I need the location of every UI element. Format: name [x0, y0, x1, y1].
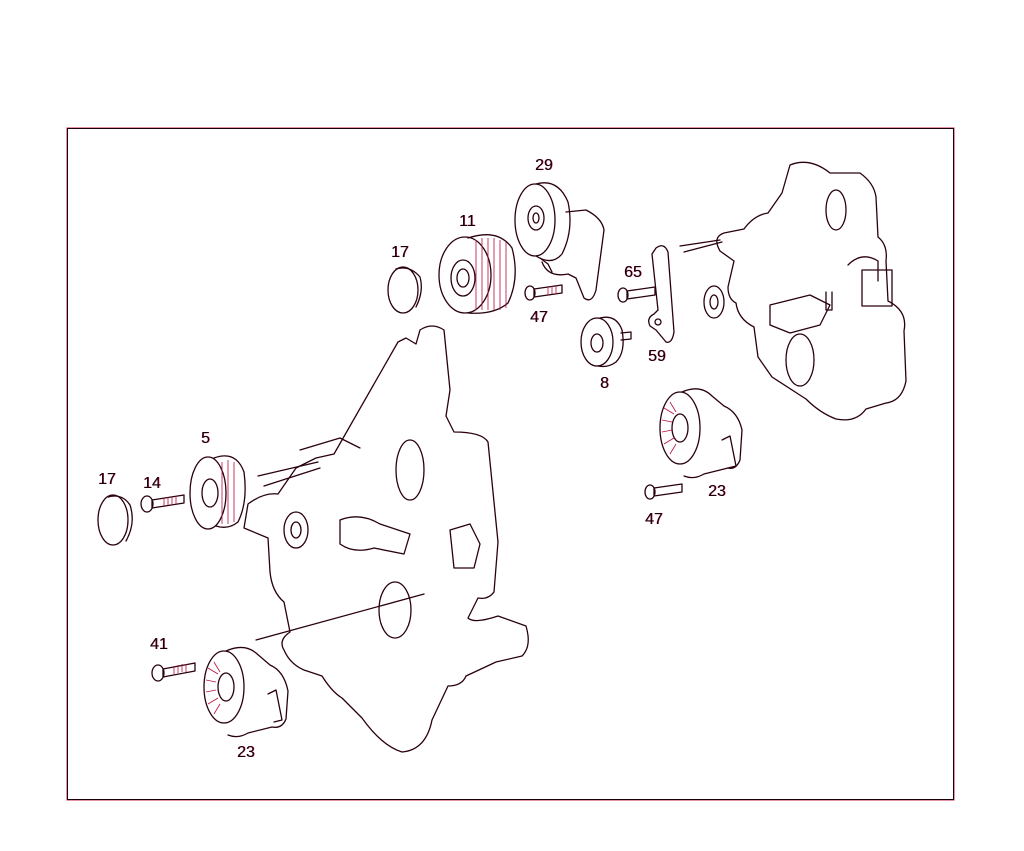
tensioner-23-lower	[203, 646, 289, 738]
callout-41: 41	[150, 636, 168, 653]
cap-17-upper	[387, 266, 422, 314]
engine-block-right	[679, 161, 907, 421]
callout-59: 59	[648, 348, 666, 365]
cap-17-left	[97, 494, 133, 546]
callout-17-upper: 17	[391, 244, 409, 261]
callout-11: 11	[459, 213, 476, 230]
diagram-frame	[67, 128, 954, 800]
callout-29: 29	[535, 157, 553, 174]
grooved-pulley-11	[438, 234, 516, 314]
tensioner-29	[514, 182, 605, 301]
grooved-pulley-5	[189, 455, 246, 530]
engine-front-cover	[243, 325, 529, 753]
callout-47-right: 47	[645, 511, 663, 528]
bolt-14	[140, 494, 185, 513]
tensioner-23-right	[659, 388, 743, 479]
bolt-47-upper	[524, 284, 563, 301]
leader-lines	[255, 461, 425, 641]
callout-23-right: 23	[708, 483, 726, 500]
callout-5: 5	[201, 430, 210, 447]
callout-14: 14	[143, 475, 161, 492]
callout-17-left: 17	[98, 471, 116, 488]
bracket-59	[648, 245, 675, 343]
bolt-47-right	[644, 483, 683, 500]
bolt-41	[151, 662, 196, 682]
callout-47-upper: 47	[530, 309, 548, 326]
idler-pulley-8	[580, 316, 632, 368]
callout-8: 8	[600, 375, 609, 392]
callout-23-lower: 23	[237, 744, 255, 761]
callout-65: 65	[624, 264, 642, 281]
bolt-65	[617, 286, 656, 303]
